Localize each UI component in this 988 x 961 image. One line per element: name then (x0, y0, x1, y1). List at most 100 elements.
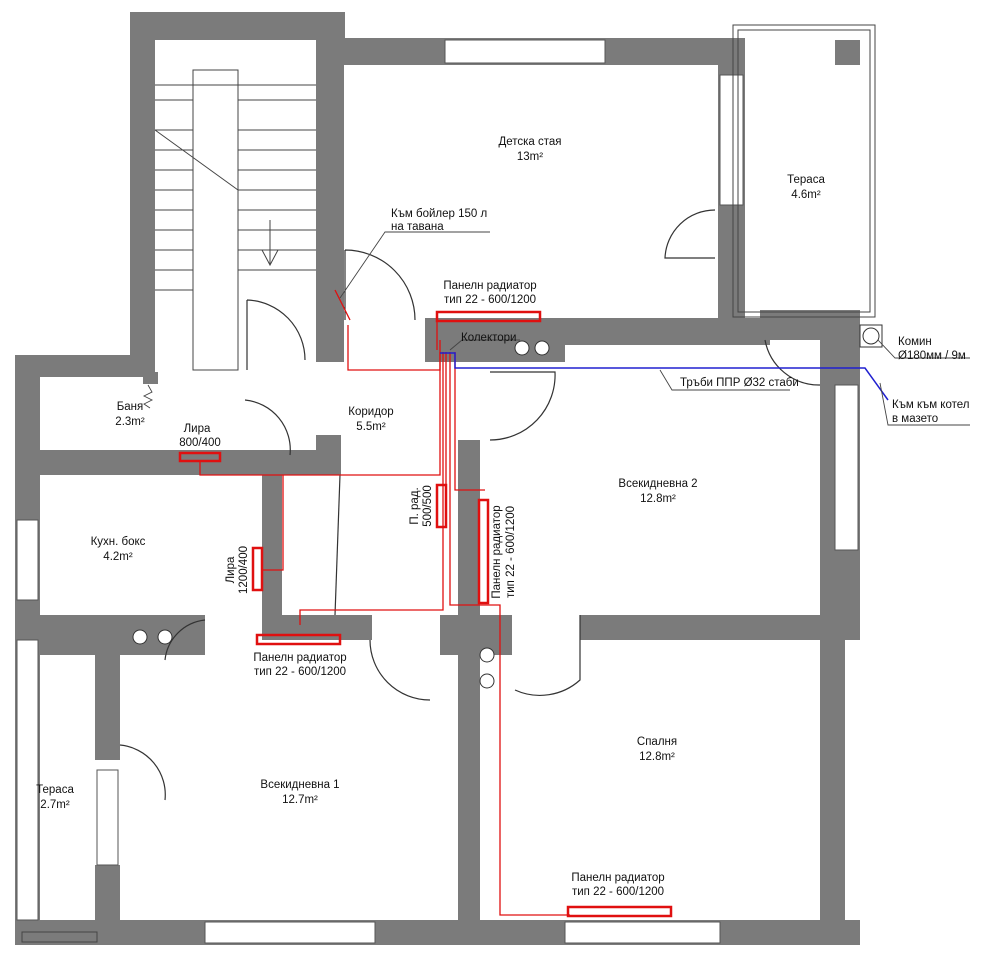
plan-element (344, 249, 416, 321)
annotations: Към бойлер 150 л на тавана Колектори Тръ… (179, 208, 969, 898)
plan-element (15, 920, 860, 945)
radiator-corridor (435, 483, 448, 529)
radiator-bath-label-1: Лира (184, 423, 211, 435)
radiator-kids-label-1: Панелн радиатор (443, 280, 536, 292)
plan-element (119, 744, 166, 801)
chimney-label-1: Комин (898, 336, 932, 348)
plan-element (262, 475, 284, 571)
plan-element (316, 12, 344, 362)
plan-element: Панелн радиатор тип 22 - 600/1200 (491, 505, 517, 598)
plan-element (16, 639, 39, 921)
collectors-label: Колектори (461, 332, 516, 344)
plan-element (334, 289, 351, 321)
room-bedroom-name: Спалня (637, 736, 677, 748)
room-terrace-top-name: Тераса (787, 174, 825, 186)
plan-element (143, 372, 158, 384)
room-kitchen-area: 4.2m² (103, 551, 133, 563)
room-corridor-area: 5.5m² (356, 421, 386, 433)
leader-lines (142, 231, 970, 426)
plan-element (458, 440, 480, 620)
plan-element (334, 474, 341, 616)
radiator-living1 (255, 633, 342, 646)
plan-element (155, 84, 316, 101)
plan-element (369, 639, 431, 701)
doors (119, 209, 821, 801)
plan-element (737, 29, 871, 313)
plan-element (244, 399, 291, 456)
shafts (132, 324, 883, 689)
room-living1-area: 12.7m² (282, 794, 318, 806)
room-kids-area: 13m² (517, 151, 543, 163)
pipes-label: Тръби ППР Ø32 стаби (680, 377, 799, 389)
plan-element (879, 382, 970, 426)
plan-element (204, 921, 376, 944)
plan-element (489, 371, 556, 441)
plan-element (15, 450, 340, 475)
plan-element (192, 69, 239, 371)
room-terrace-top-area: 4.6m² (791, 189, 821, 201)
radiators (178, 310, 673, 918)
radiator-kitchen (251, 546, 264, 592)
plan-element (580, 615, 860, 640)
radiator-kitchen-label-2: 1200/400 (238, 546, 250, 594)
radiator-living2-label-1: Панелн радиатор (491, 505, 503, 598)
plan-element (95, 640, 120, 760)
plan-element (199, 352, 441, 476)
room-bath-area: 2.3m² (115, 416, 145, 428)
plan-element (132, 629, 148, 645)
room-terrace-left-name: Тераса (36, 784, 74, 796)
radiator-living2-label-2: тип 22 - 600/1200 (505, 506, 517, 598)
room-bedroom-area: 12.8m² (639, 751, 675, 763)
plan-element (834, 384, 859, 551)
plan-element (15, 355, 155, 377)
plan-element (155, 129, 193, 291)
plan-element (238, 129, 316, 271)
radiator-living2 (477, 498, 490, 605)
plan-element (659, 369, 790, 391)
plan-element (534, 340, 550, 356)
boiler-room-label-1: Към към котел (892, 399, 969, 411)
plan-element (130, 12, 155, 362)
plan-element (835, 40, 860, 65)
room-terrace-left-area: 2.7m² (40, 799, 70, 811)
room-bath-name: Баня (117, 401, 144, 413)
plan-element (142, 384, 154, 409)
boiler-note-1: Към бойлер 150 л (391, 208, 487, 220)
plan-element (444, 39, 606, 64)
plan-element (479, 647, 495, 663)
plan-element: Лира 1200/400 (225, 546, 250, 594)
radiator-corridor-label-2: 500/500 (422, 485, 434, 527)
room-corridor-name: Коридор (348, 406, 393, 418)
plan-element (21, 931, 98, 943)
plan-element (564, 921, 721, 944)
chimney-icon (862, 327, 880, 345)
radiator-bedroom-label-1: Панелн радиатор (571, 872, 664, 884)
plan-element (732, 24, 876, 318)
plan-element: П. рад. 500/500 (409, 485, 434, 527)
radiator-kids (435, 310, 542, 323)
plan-element (479, 673, 495, 689)
plan-element (514, 340, 530, 356)
plan-element (449, 339, 520, 351)
radiator-bedroom-label-2: тип 22 - 600/1200 (572, 886, 664, 898)
plan-element (877, 339, 970, 359)
room-living2-name: Всекидневна 2 (618, 478, 697, 490)
terrace-railing (21, 24, 876, 943)
plan-element (425, 340, 565, 362)
plan-element (454, 352, 485, 491)
plan-element (16, 519, 39, 601)
boiler-note-2: на тавана (391, 221, 444, 233)
radiator-kids-label-2: тип 22 - 600/1200 (444, 294, 536, 306)
plan-element (164, 619, 206, 661)
plan-element (719, 74, 744, 206)
radiator-bedroom (566, 905, 673, 918)
plan-element (157, 629, 173, 645)
plan-element (764, 339, 821, 386)
plan-element (514, 615, 581, 696)
room-labels: Детска стая 13m² Тераса 4.6m² Баня 2.3m²… (36, 136, 825, 811)
radiator-bath (178, 451, 222, 463)
plan-element (820, 630, 845, 945)
plan-element (154, 129, 279, 267)
